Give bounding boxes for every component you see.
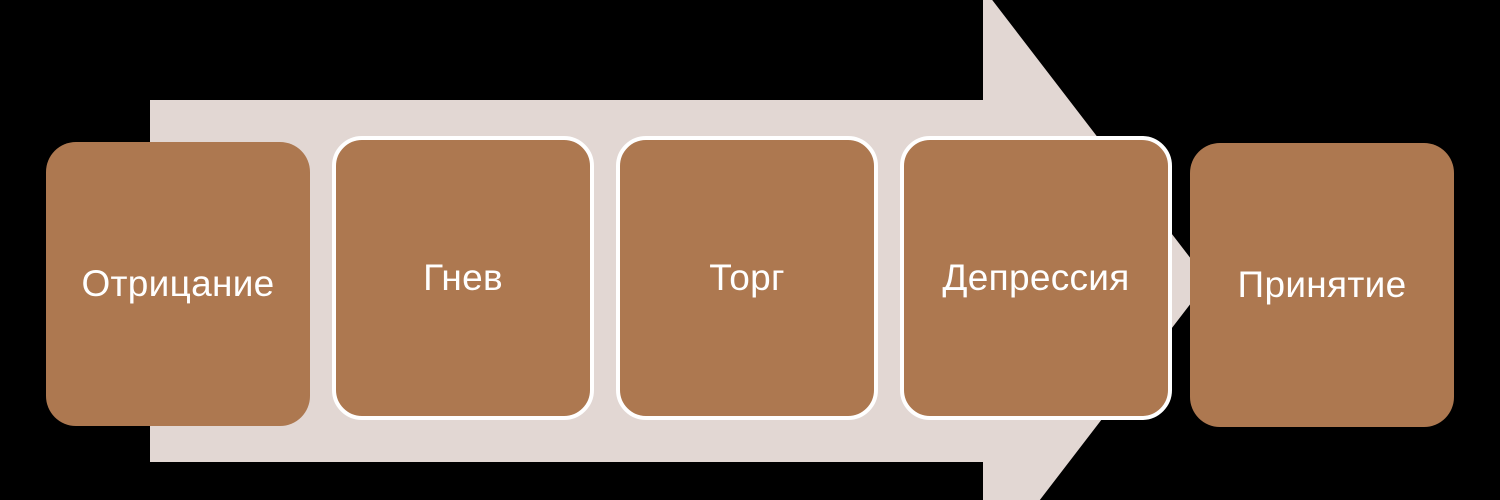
stage-label-acceptance: Принятие [1237,263,1407,305]
stage-label-denial: Отрицание [81,262,275,304]
stage-box-denial[interactable]: Отрицание [46,142,310,426]
stage-label-bargaining: Торг [709,256,785,298]
stage-label-anger: Гнев [423,256,503,298]
stage-label-depression: Депрессия [942,256,1130,298]
stage-box-depression[interactable]: Депрессия [900,136,1172,420]
stage-box-acceptance[interactable]: Принятие [1190,143,1454,427]
stage-box-bargaining[interactable]: Торг [616,136,878,420]
stage-box-anger[interactable]: Гнев [332,136,594,420]
